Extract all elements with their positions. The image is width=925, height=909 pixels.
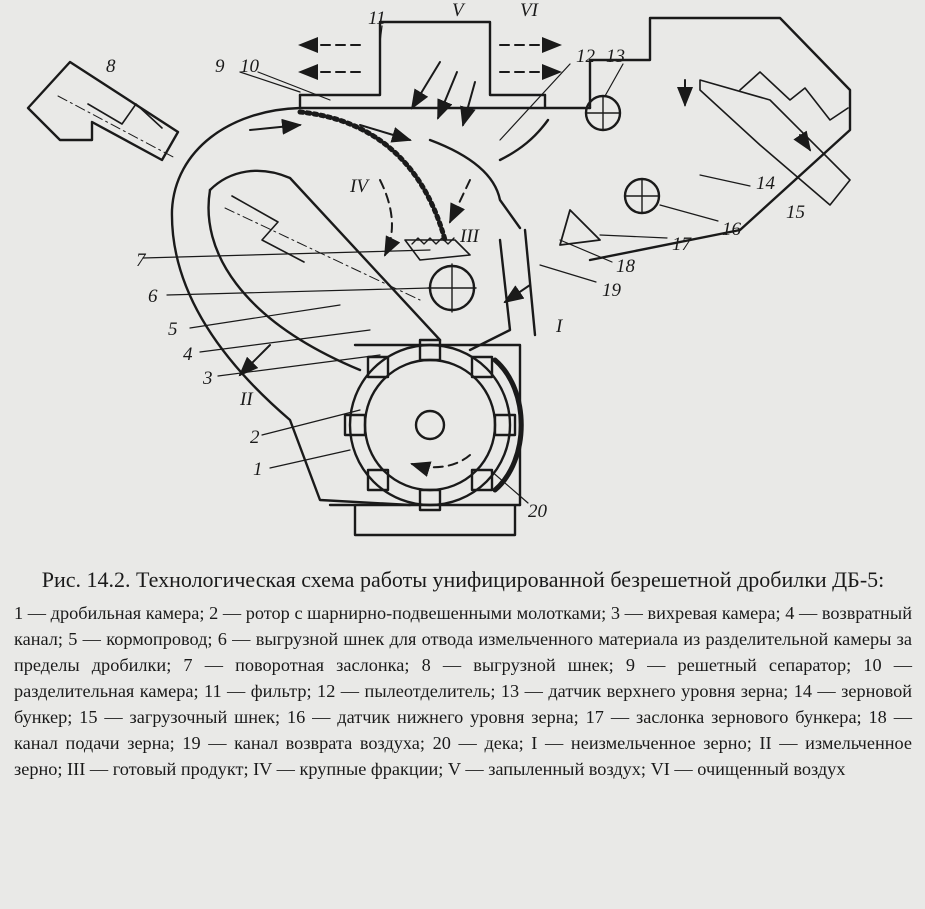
figure-caption: Рис. 14.2. Технологическая схема работы …: [14, 566, 912, 782]
label-1: 1: [253, 459, 263, 480]
bunker-gate-17: [559, 209, 601, 246]
label-2: 2: [250, 427, 260, 448]
internal-screw: [224, 195, 421, 301]
label-14: 14: [756, 173, 776, 194]
label-4: 4: [183, 344, 193, 365]
label-16: 16: [722, 219, 742, 240]
label-13: 13: [606, 46, 625, 67]
label-V: V: [452, 0, 466, 21]
caption-legend: 1 — дробильная камера; 2 — ротор с шарни…: [14, 603, 912, 779]
label-9: 9: [215, 56, 225, 77]
label-5: 5: [168, 319, 178, 340]
discharge-auger-8: [26, 60, 180, 162]
label-III: III: [459, 226, 481, 247]
label-8: 8: [106, 56, 116, 77]
label-IV: IV: [349, 176, 370, 197]
label-11: 11: [368, 8, 386, 29]
label-II: II: [239, 389, 254, 410]
label-3: 3: [202, 368, 213, 389]
label-7: 7: [136, 250, 147, 271]
label-10: 10: [240, 56, 260, 77]
crushing-chamber: [343, 338, 524, 512]
label-17: 17: [672, 234, 693, 255]
label-6: 6: [148, 286, 158, 307]
label-18: 18: [616, 256, 636, 277]
grain-bunker-14: [588, 16, 852, 262]
machine-base: [328, 503, 522, 537]
grid-separator: [297, 109, 471, 261]
machine-diagram: 8 9 10 11 V VI 12 13 IV III 14 15 16 17 …: [26, 0, 852, 537]
label-20: 20: [528, 501, 548, 522]
caption-title: Рис. 14.2. Технологическая схема работы …: [41, 567, 885, 592]
label-19: 19: [602, 280, 622, 301]
label-15: 15: [786, 202, 805, 223]
label-12: 12: [576, 46, 596, 67]
label-VI: VI: [520, 0, 540, 21]
label-I: I: [555, 316, 564, 337]
grain-channel: [468, 228, 537, 352]
